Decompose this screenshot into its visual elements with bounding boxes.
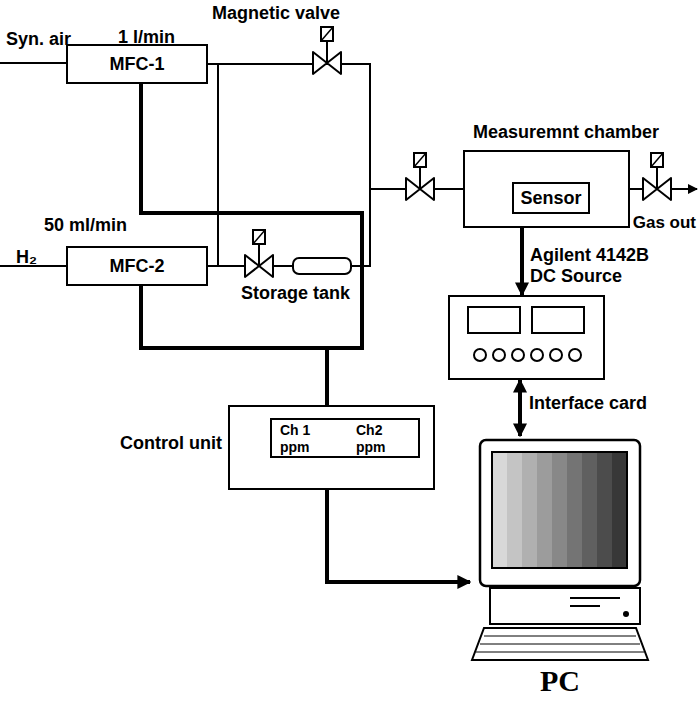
box-label: MFC-2 bbox=[110, 256, 165, 277]
magnetic-valve bbox=[313, 27, 341, 74]
display-text: ppm bbox=[280, 439, 310, 456]
connector-label: Interface card bbox=[529, 392, 647, 414]
box-label: Sensor bbox=[520, 188, 581, 209]
inlet-pipe bbox=[0, 62, 66, 64]
storage-tank: Storage tank bbox=[292, 257, 352, 275]
connector bbox=[518, 380, 522, 436]
annotation-label: Syn. air bbox=[6, 28, 71, 50]
connector bbox=[352, 189, 463, 266]
measurement-chamber: Measuremnt chamberSensor bbox=[463, 150, 630, 228]
bypass-pipe bbox=[217, 63, 219, 266]
instrument-face bbox=[450, 297, 603, 378]
mfc-box: MFC-1 bbox=[66, 44, 208, 84]
pc-label: PC bbox=[470, 664, 650, 697]
source-label: Agilent 4142B DC Source bbox=[530, 245, 680, 287]
tank-label: Storage tank bbox=[241, 283, 350, 304]
display-text: Ch2 bbox=[356, 422, 382, 439]
control-label: Control unit bbox=[120, 433, 222, 454]
dc-source: Agilent 4142B DC Source bbox=[448, 295, 605, 380]
magnetic-valve bbox=[245, 230, 273, 277]
chamber-title: Measuremnt chamber bbox=[473, 122, 659, 143]
display-panel: Ch 1Ch2ppmppm bbox=[270, 418, 420, 458]
magnetic-valve bbox=[406, 153, 434, 200]
connector bbox=[141, 286, 327, 405]
box-label: MFC-1 bbox=[110, 54, 165, 75]
display-text: ppm bbox=[356, 439, 386, 456]
control-unit: Control unitCh 1Ch2ppmppm bbox=[228, 405, 435, 490]
annotation-label: Magnetic valve bbox=[212, 2, 340, 24]
annotation-label: 50 ml/min bbox=[44, 214, 127, 236]
pc-computer: PC bbox=[470, 436, 650, 700]
mfc-box: MFC-2 bbox=[66, 246, 208, 286]
magnetic-valve bbox=[643, 153, 671, 200]
connector bbox=[141, 84, 362, 405]
computer-picture bbox=[470, 436, 650, 666]
connector bbox=[327, 490, 470, 582]
connector bbox=[208, 64, 463, 189]
sensor-box: Sensor bbox=[512, 182, 590, 214]
annotation-label: H₂ bbox=[16, 246, 37, 268]
annotation-label: 1 l/min bbox=[118, 26, 175, 48]
display-text: Ch 1 bbox=[280, 422, 310, 439]
annotation-label: Gas out bbox=[633, 212, 696, 234]
